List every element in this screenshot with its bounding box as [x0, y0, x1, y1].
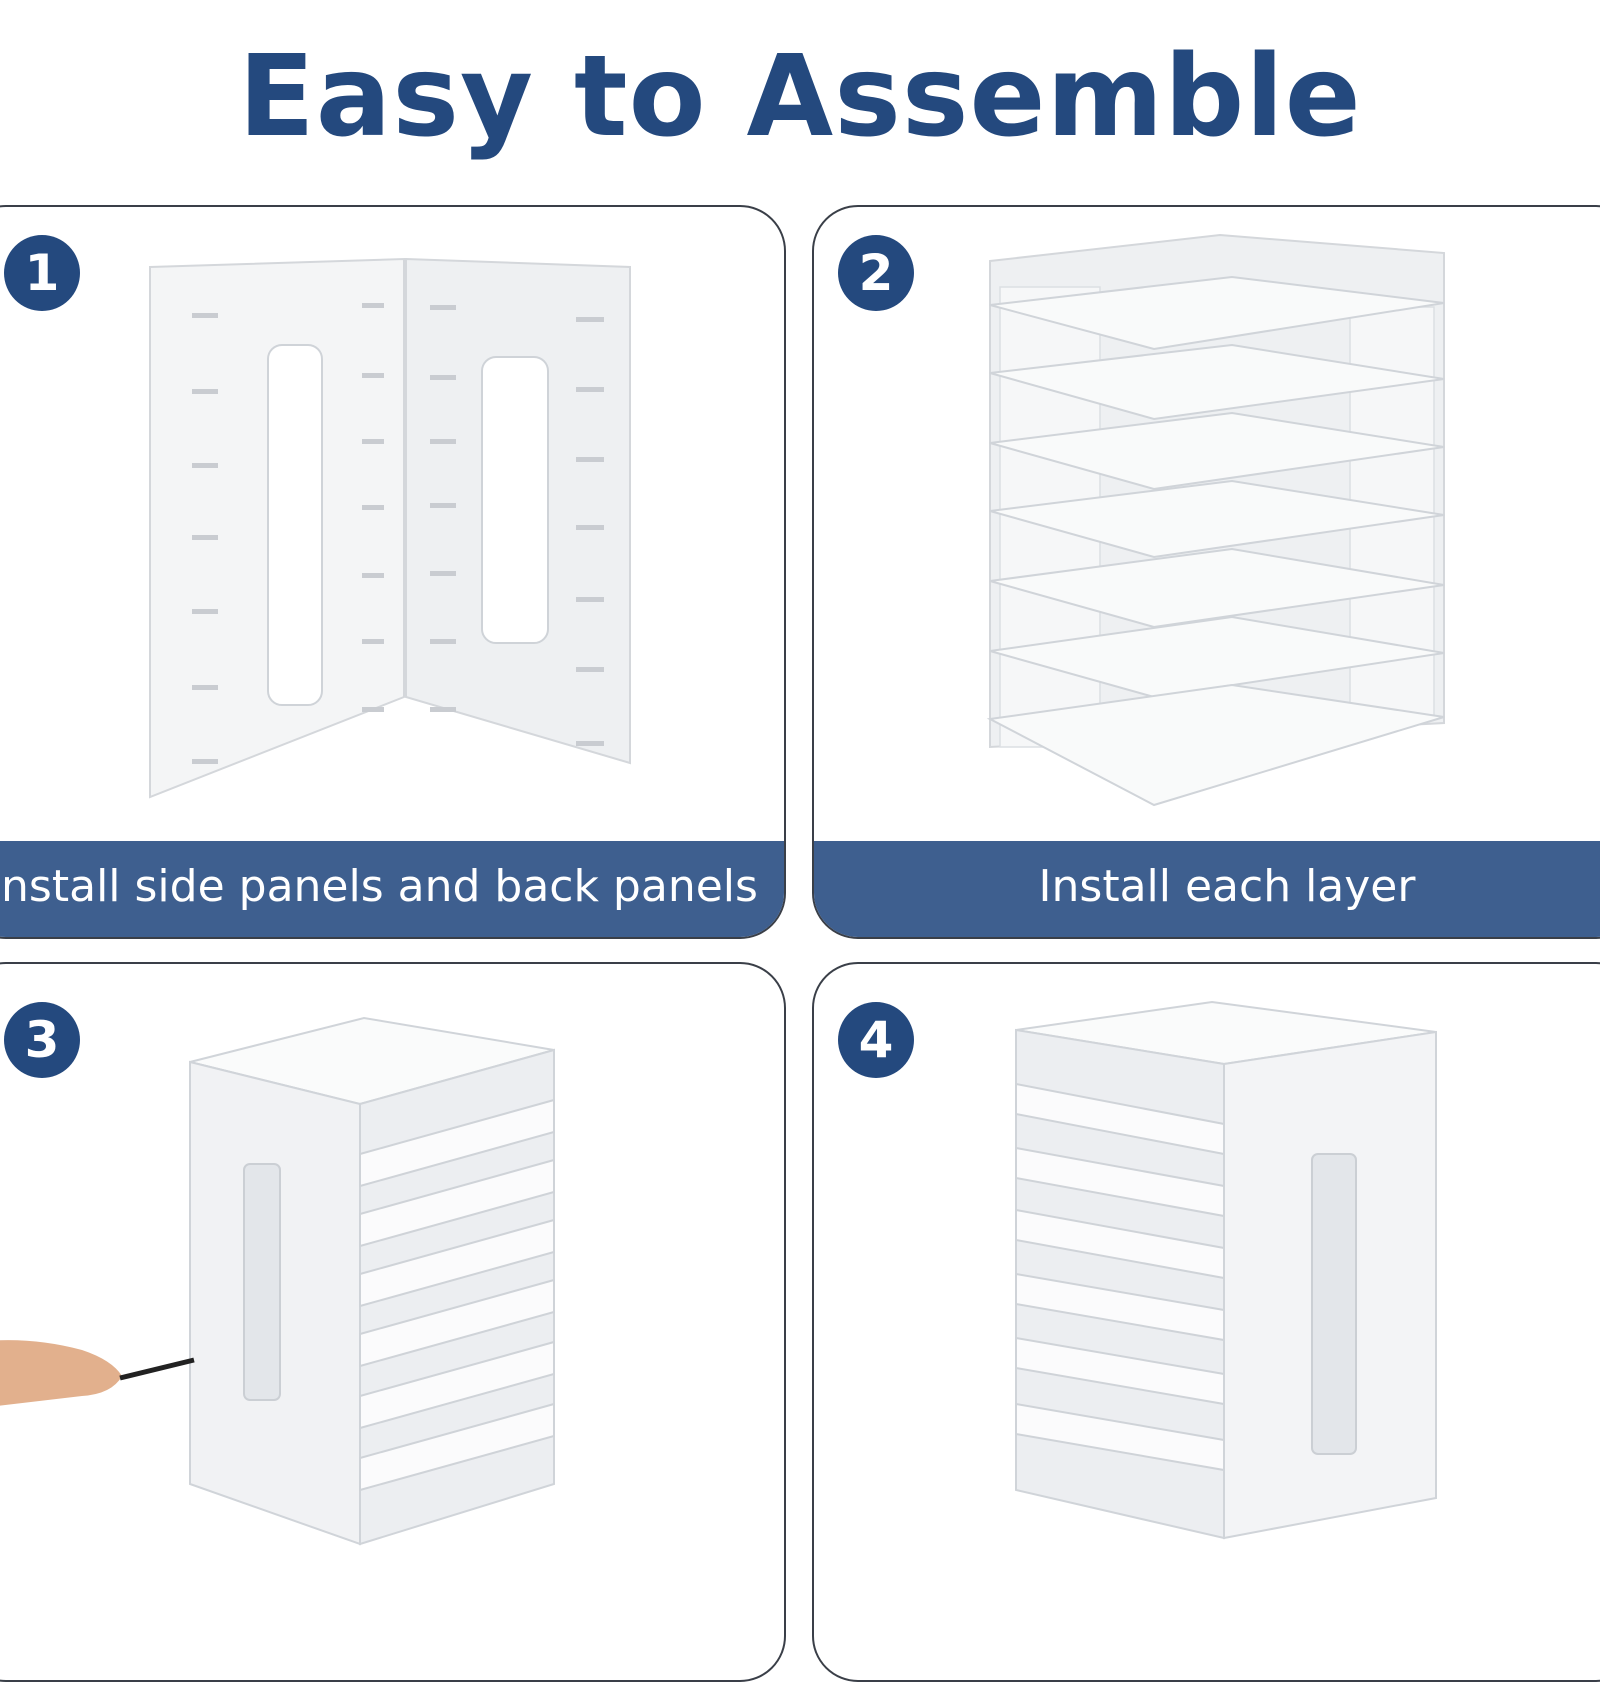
side-panels-illustration	[149, 257, 631, 799]
step-1-panel: 1 Install side panels and back panels	[0, 205, 786, 939]
step-2-number-badge: 2	[838, 235, 914, 311]
step-1-number-badge: 1	[4, 235, 80, 311]
step-3-panel: 3	[0, 962, 786, 1682]
step-1-caption: Install side panels and back panels	[0, 841, 784, 937]
finished-organizer-illustration	[1015, 1000, 1437, 1540]
step-4-panel: 4	[812, 962, 1600, 1682]
step-2-caption: Install each layer	[814, 841, 1600, 937]
step-4-number-badge: 4	[838, 1002, 914, 1078]
step-3-number-badge: 3	[4, 1002, 80, 1078]
page-title: Easy to Assemble	[238, 32, 1362, 162]
layers-illustration	[986, 233, 1445, 807]
step-2-panel: 2 Install each layer	[812, 205, 1600, 939]
fastening-illustration	[0, 1016, 555, 1546]
